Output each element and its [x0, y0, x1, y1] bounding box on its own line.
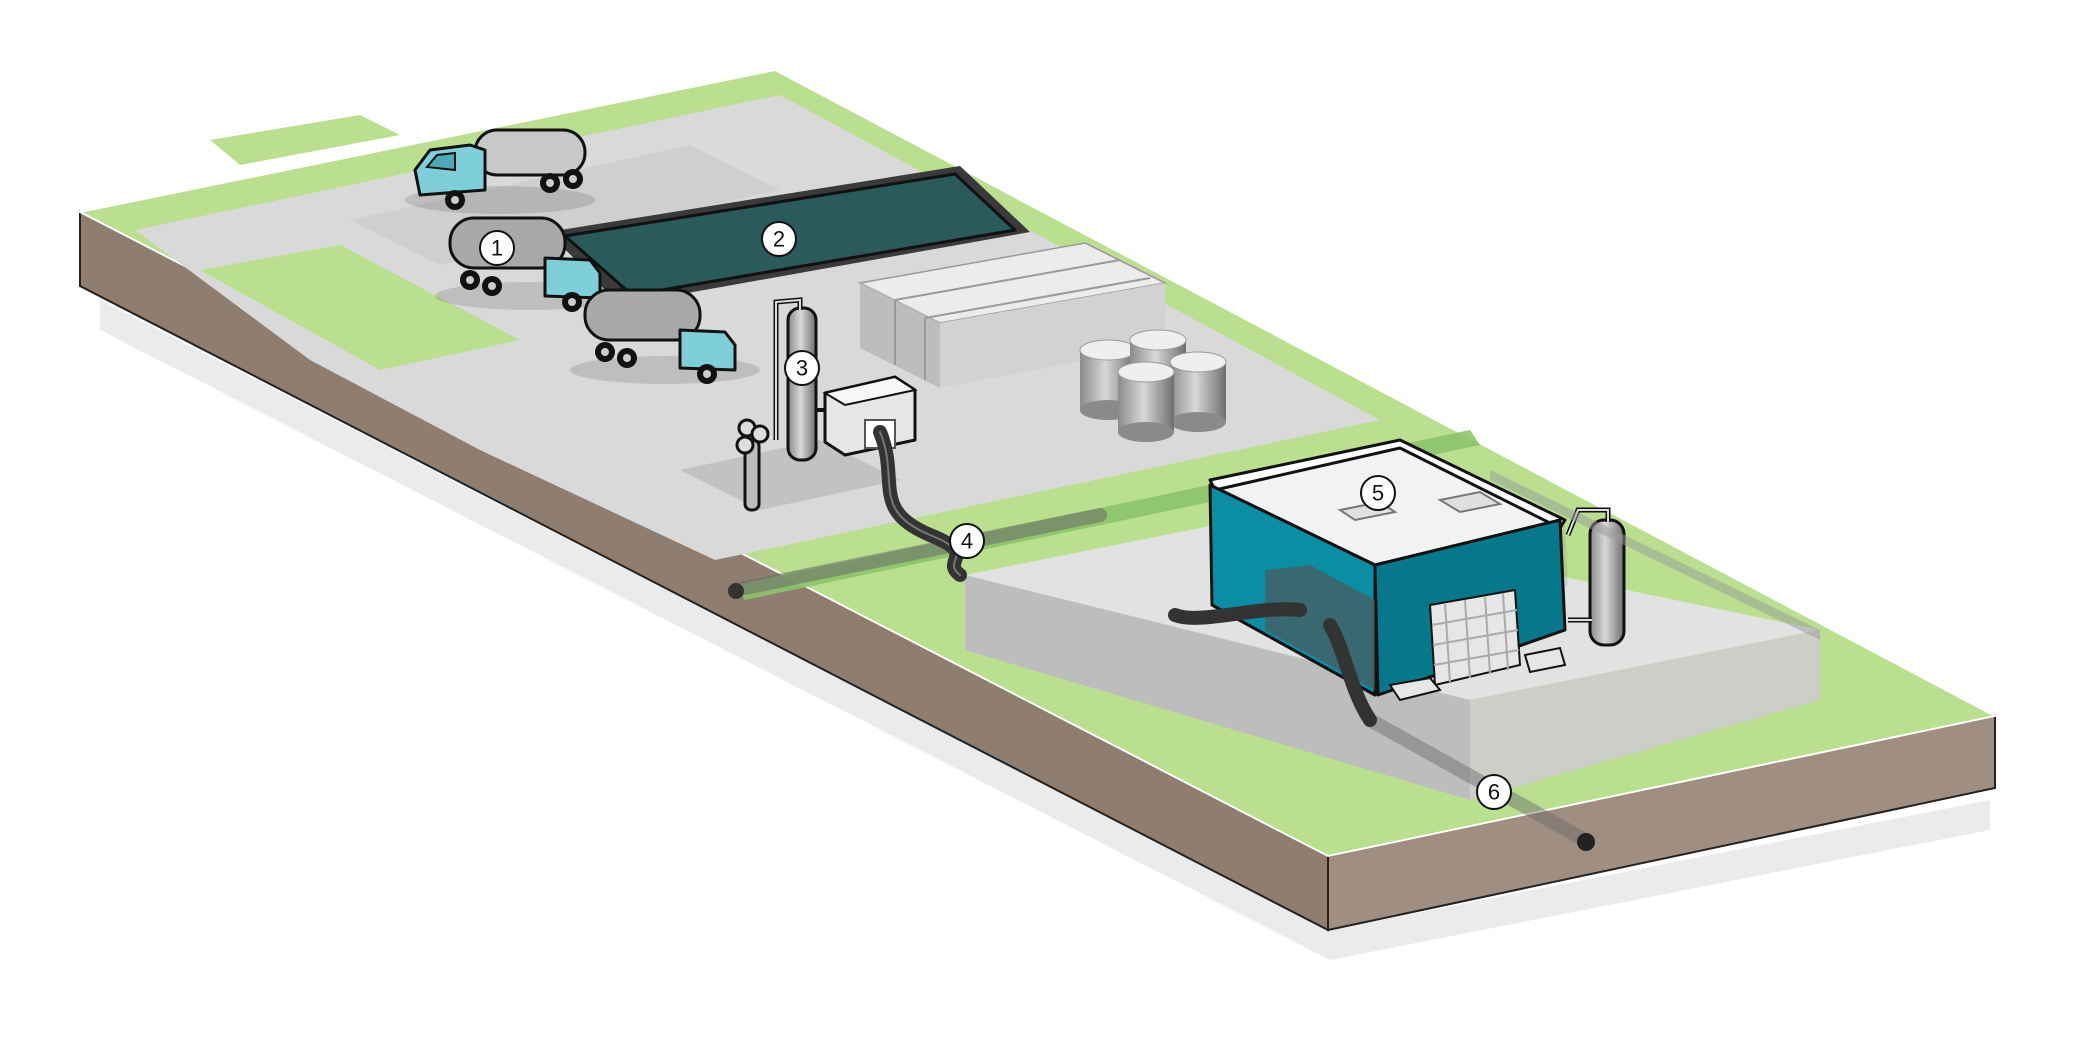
- callout-5-label: 5: [1372, 481, 1384, 506]
- callout-3-label: 3: [796, 356, 808, 381]
- callout-5: 5: [1360, 475, 1396, 511]
- storage-racks: [857, 242, 1168, 388]
- callout-4: 4: [949, 523, 985, 559]
- tanker-truck: [405, 128, 595, 214]
- round-tank: [1117, 361, 1175, 442]
- callout-3: 3: [784, 350, 820, 386]
- callout-2: 2: [761, 221, 797, 257]
- callout-6: 6: [1476, 774, 1512, 810]
- radiator-unit: [1428, 588, 1522, 687]
- outgoing-pipeline: [1363, 713, 1595, 851]
- callouts: 1 2 3 4 5 6: [479, 221, 1512, 810]
- tanker-trucks: [405, 128, 760, 384]
- round-tank: [1169, 351, 1227, 432]
- tanker-truck: [570, 288, 760, 384]
- callout-1-label: 1: [491, 236, 503, 261]
- callout-2-label: 2: [773, 227, 785, 252]
- round-tanks: [1079, 329, 1227, 442]
- callout-1: 1: [479, 230, 515, 266]
- compressor-building: [1168, 438, 1626, 727]
- callout-4-label: 4: [961, 529, 973, 554]
- callout-6-label: 6: [1488, 780, 1500, 805]
- wellhead-equipment: [680, 297, 967, 582]
- compressor-fence: [1490, 470, 1820, 640]
